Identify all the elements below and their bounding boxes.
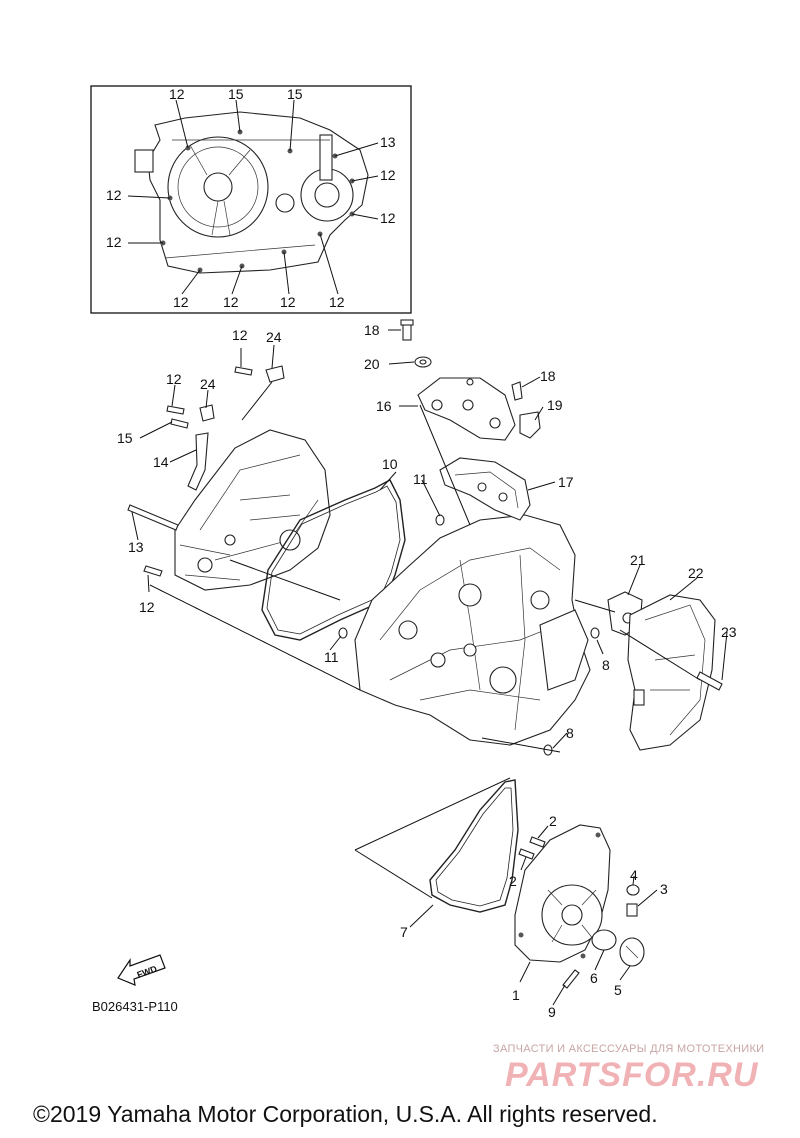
callout-16: 16	[376, 398, 392, 414]
inset-label-12-left-lower: 12	[106, 234, 122, 250]
inset-label-13: 13	[380, 134, 396, 150]
o-ring-6	[591, 929, 617, 951]
callout-13: 13	[128, 539, 144, 555]
inset-label-12-right-upper: 12	[380, 167, 396, 183]
callout-labels: 12 24 12 24 15 14 13 12 10 11 11 18 20 1…	[117, 322, 737, 1020]
callout-17: 17	[558, 474, 574, 490]
inset-label-15-left: 15	[228, 86, 244, 102]
bolt-12-lower	[143, 565, 163, 577]
bolt-12-mid	[166, 405, 185, 415]
clutch-cover-gasket	[261, 479, 406, 641]
callout-12-upper: 12	[232, 327, 248, 343]
callout-19: 19	[547, 397, 563, 413]
leader-lines	[131, 329, 728, 1006]
callout-1: 1	[512, 987, 520, 1003]
callout-15: 15	[117, 430, 133, 446]
callout-12-mid: 12	[166, 371, 182, 387]
callout-21: 21	[630, 552, 646, 568]
crankcase	[354, 514, 591, 746]
bolt-15	[170, 418, 189, 429]
bolt-9	[562, 969, 580, 989]
callout-24-upper: 24	[266, 329, 282, 345]
clip-24-lower	[199, 404, 215, 422]
inset-detail-box: 12 15 15 13 12 12 12 12 12 12 12 12	[90, 85, 412, 314]
callout-2-lower: 2	[509, 873, 517, 889]
inset-label-12-bottom-1: 12	[173, 294, 189, 310]
oil-pump-cover	[417, 377, 516, 441]
bolt-23	[696, 671, 723, 691]
inset-label-12-right-lower: 12	[380, 210, 396, 226]
bracket-14	[187, 432, 209, 491]
inset-leader-lines	[127, 99, 379, 295]
inset-label-12-left-upper: 12	[106, 187, 122, 203]
inset-label-12-bottom-4: 12	[329, 294, 345, 310]
callout-7: 7	[400, 924, 408, 940]
generator-cover-gasket	[429, 779, 519, 913]
watermark-tagline: ЗАПЧАСТИ И АКСЕССУАРЫ ДЛЯ МОТОТЕХНИКИ	[493, 1043, 765, 1055]
callout-9: 9	[548, 1004, 556, 1020]
washer-4	[626, 884, 640, 896]
inset-label-12-bottom-2: 12	[223, 294, 239, 310]
watermark-logo: PARTSFOR.RU	[505, 1056, 759, 1094]
plug-5	[619, 937, 645, 967]
callout-8-right: 8	[602, 657, 610, 673]
bolt-3	[626, 903, 638, 917]
bracket-19	[519, 411, 541, 439]
bolt-12-upper	[234, 366, 253, 376]
clutch-cover	[174, 429, 331, 591]
inset-label-12-top: 12	[169, 86, 185, 102]
diagram-code: B026431-P110	[92, 999, 178, 1014]
callout-2-upper: 2	[549, 813, 557, 829]
inset-crankcase-cover	[134, 111, 369, 274]
callout-22: 22	[688, 565, 704, 581]
callout-14: 14	[153, 454, 169, 470]
washer-20	[414, 356, 432, 368]
copyright-notice: ©2019 Yamaha Motor Corporation, U.S.A. A…	[33, 1101, 658, 1127]
callout-12-lower: 12	[139, 599, 155, 615]
callout-11-lower: 11	[324, 649, 339, 665]
callout-8-lower: 8	[566, 725, 574, 741]
callout-24-lower: 24	[200, 376, 216, 392]
callout-4: 4	[630, 867, 638, 883]
callout-20: 20	[364, 356, 380, 372]
cover-bolt-18-top	[400, 319, 414, 341]
callout-11-upper: 11	[413, 471, 428, 487]
cover-bolt-18-right	[511, 381, 523, 401]
inset-label-15-right: 15	[287, 86, 303, 102]
callout-10: 10	[382, 456, 398, 472]
callout-18-top: 18	[364, 322, 380, 338]
bolts-2	[518, 836, 546, 860]
clip-24-upper	[265, 365, 285, 383]
dowel-pins-8	[543, 627, 600, 756]
sprocket-cover	[627, 594, 716, 751]
bolt-13	[127, 504, 179, 531]
dowel-pins-11	[338, 514, 445, 639]
inset-label-12-bottom-3: 12	[280, 294, 296, 310]
callout-5: 5	[614, 982, 622, 998]
fwd-arrow-icon: FWD	[117, 954, 166, 986]
callout-18-right: 18	[540, 368, 556, 384]
callout-3: 3	[660, 881, 668, 897]
callout-6: 6	[590, 970, 598, 986]
generator-cover	[514, 824, 611, 963]
callout-23: 23	[721, 624, 737, 640]
oil-pump-gasket	[439, 457, 531, 521]
